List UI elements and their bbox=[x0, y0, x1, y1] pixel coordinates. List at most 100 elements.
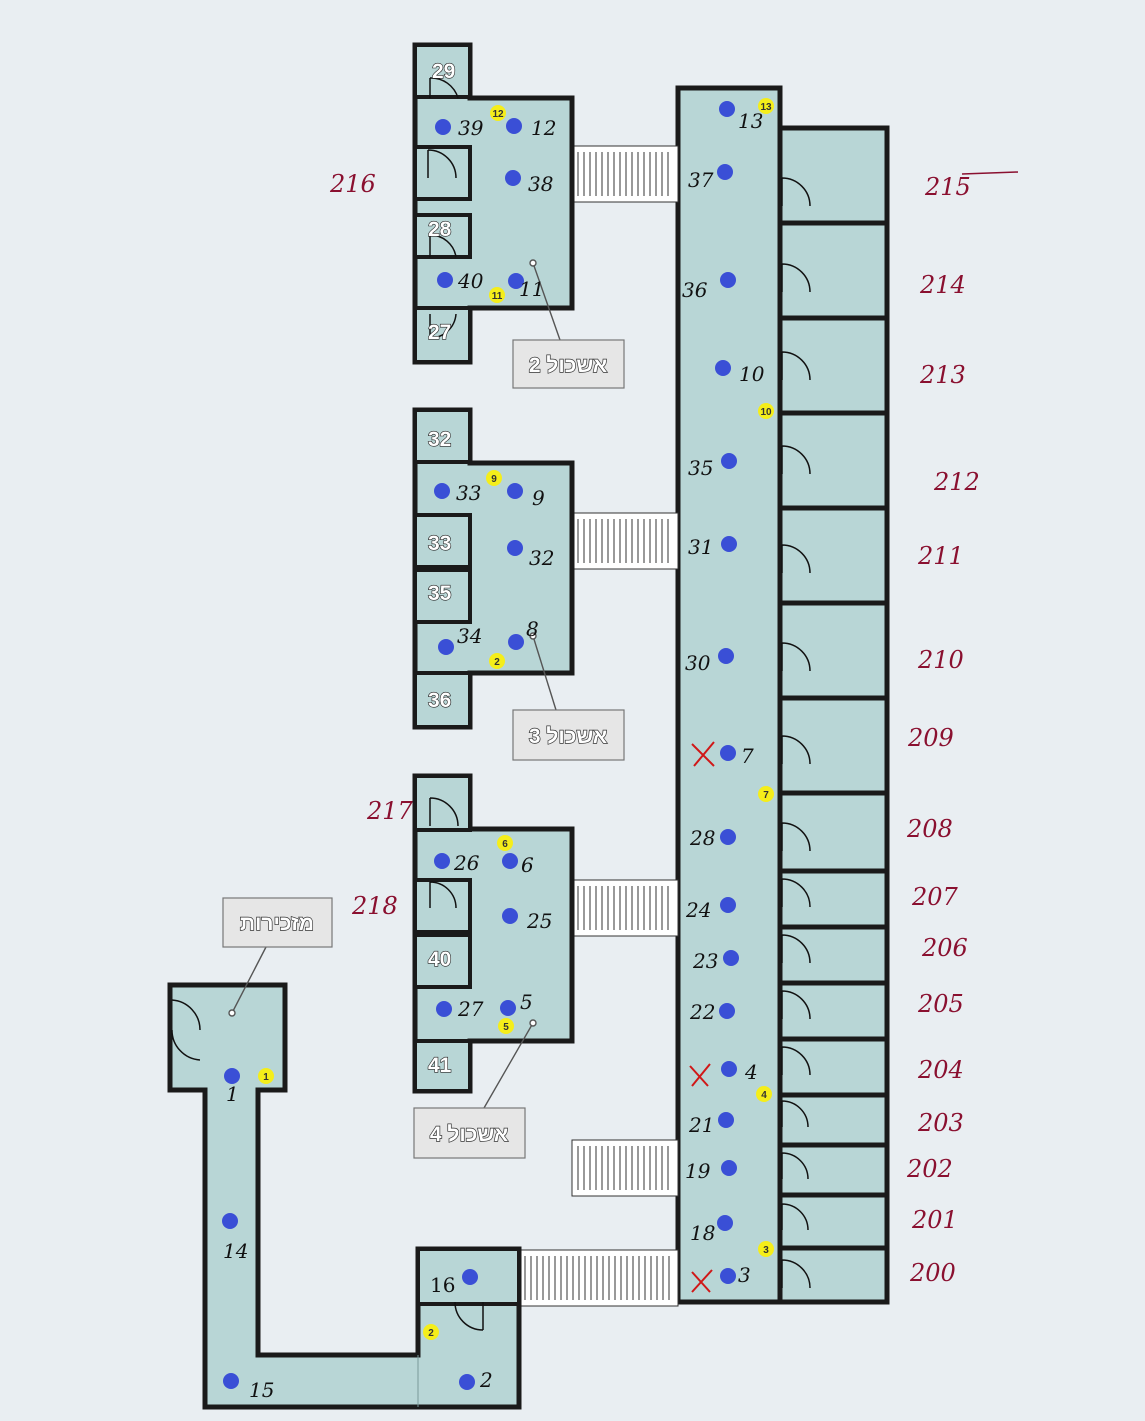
room-41[interactable] bbox=[413, 1039, 472, 1093]
room-33[interactable] bbox=[413, 513, 472, 569]
svg-text:9: 9 bbox=[491, 474, 497, 485]
yellow-marker[interactable]: 1 bbox=[258, 1068, 274, 1084]
svg-text:1: 1 bbox=[263, 1072, 269, 1083]
yellow-marker[interactable]: 13 bbox=[758, 98, 774, 114]
room-207[interactable] bbox=[777, 868, 890, 930]
hand-label: 12 bbox=[531, 116, 556, 140]
marker-dot[interactable] bbox=[434, 853, 450, 869]
marker-dot[interactable] bbox=[506, 118, 522, 134]
room-28[interactable] bbox=[413, 213, 472, 259]
crossed-marks bbox=[689, 741, 715, 1293]
room-214[interactable] bbox=[777, 220, 890, 321]
yellow-marker[interactable]: 2 bbox=[489, 653, 505, 669]
room-200[interactable] bbox=[777, 1245, 890, 1305]
yellow-marker[interactable]: 10 bbox=[758, 403, 774, 419]
room-213[interactable] bbox=[777, 315, 890, 416]
marker-dot[interactable] bbox=[718, 1112, 734, 1128]
room-210[interactable] bbox=[777, 600, 890, 701]
callout-cluster-2[interactable]: אשכול 2 bbox=[512, 339, 625, 389]
callout-cluster-3[interactable]: אשכול 3 bbox=[512, 709, 625, 761]
marker-dot[interactable] bbox=[438, 639, 454, 655]
room-211[interactable] bbox=[777, 505, 890, 606]
room-202[interactable] bbox=[777, 1142, 890, 1198]
hand-label: 11 bbox=[519, 277, 544, 301]
marker-dot[interactable] bbox=[720, 272, 736, 288]
marker-dot[interactable] bbox=[719, 1003, 735, 1019]
room-204[interactable] bbox=[777, 1036, 890, 1098]
yellow-marker[interactable]: 7 bbox=[758, 786, 774, 802]
marker-dot[interactable] bbox=[718, 648, 734, 664]
marker-dot[interactable] bbox=[721, 1160, 737, 1176]
crossed-mark bbox=[689, 1063, 711, 1087]
yellow-marker[interactable]: 5 bbox=[498, 1018, 514, 1034]
room-40[interactable] bbox=[413, 933, 472, 989]
hand-label: 23 bbox=[692, 949, 718, 973]
marker-dot[interactable] bbox=[508, 273, 524, 289]
room-29b[interactable] bbox=[413, 145, 472, 201]
marker-dot[interactable] bbox=[719, 101, 735, 117]
marker-dot[interactable] bbox=[720, 745, 736, 761]
blue-markers bbox=[222, 101, 739, 1390]
yellow-marker[interactable]: 11 bbox=[489, 287, 505, 303]
room-212[interactable] bbox=[777, 410, 890, 511]
marker-dot[interactable] bbox=[434, 483, 450, 499]
marker-dot[interactable] bbox=[721, 1061, 737, 1077]
marker-dot[interactable] bbox=[223, 1373, 239, 1389]
svg-text:2: 2 bbox=[428, 1328, 434, 1339]
marker-dot[interactable] bbox=[502, 853, 518, 869]
marker-dot[interactable] bbox=[435, 119, 451, 135]
svg-text:12: 12 bbox=[492, 109, 504, 120]
room-215[interactable] bbox=[777, 125, 890, 226]
marker-dot[interactable] bbox=[717, 1215, 733, 1231]
marker-dot[interactable] bbox=[721, 536, 737, 552]
yellow-marker[interactable]: 3 bbox=[758, 1241, 774, 1257]
room-36[interactable] bbox=[413, 671, 472, 729]
marker-dot[interactable] bbox=[505, 170, 521, 186]
yellow-marker[interactable]: 6 bbox=[497, 835, 513, 851]
room-217[interactable] bbox=[413, 774, 472, 832]
marker-dot[interactable] bbox=[508, 634, 524, 650]
callout-secretariat[interactable]: מזכירות bbox=[222, 897, 333, 948]
marker-dot[interactable] bbox=[502, 908, 518, 924]
crossed-mark bbox=[691, 741, 715, 767]
room-203[interactable] bbox=[777, 1092, 890, 1148]
room-201[interactable] bbox=[777, 1192, 890, 1251]
yellow-marker[interactable]: 12 bbox=[490, 105, 506, 121]
room-32[interactable] bbox=[413, 408, 472, 464]
marker-dot[interactable] bbox=[723, 950, 739, 966]
marker-dot[interactable] bbox=[721, 453, 737, 469]
marker-dot[interactable] bbox=[437, 272, 453, 288]
room-29[interactable] bbox=[413, 43, 472, 99]
marker-dot[interactable] bbox=[459, 1374, 475, 1390]
room-208[interactable] bbox=[777, 790, 890, 874]
hand-label: 18 bbox=[690, 1221, 715, 1245]
room-209[interactable] bbox=[777, 695, 890, 796]
yellow-marker[interactable]: 2 bbox=[423, 1324, 439, 1340]
marker-dot[interactable] bbox=[720, 829, 736, 845]
red-label: 214 bbox=[919, 271, 966, 299]
marker-dot[interactable] bbox=[500, 1000, 516, 1016]
room-218[interactable] bbox=[413, 878, 472, 934]
room-number: 35 bbox=[428, 582, 452, 605]
marker-dot[interactable] bbox=[720, 1268, 736, 1284]
room-206[interactable] bbox=[777, 924, 890, 986]
hand-label: 26 bbox=[453, 851, 480, 875]
red-label: 215 bbox=[924, 173, 971, 201]
marker-dot[interactable] bbox=[224, 1068, 240, 1084]
room-35[interactable] bbox=[413, 568, 472, 624]
callout-cluster-4[interactable]: אשכול 4 bbox=[413, 1107, 526, 1159]
marker-dot[interactable] bbox=[715, 360, 731, 376]
marker-dot[interactable] bbox=[720, 897, 736, 913]
marker-dot[interactable] bbox=[507, 540, 523, 556]
yellow-marker[interactable]: 9 bbox=[486, 470, 502, 486]
marker-dot[interactable] bbox=[462, 1269, 478, 1285]
marker-dot[interactable] bbox=[436, 1001, 452, 1017]
marker-dot[interactable] bbox=[222, 1213, 238, 1229]
room-205[interactable] bbox=[777, 980, 890, 1042]
marker-dot[interactable] bbox=[507, 483, 523, 499]
handwritten-numbers: 39 12 38 40 11 33 9 32 34 8 26 6 25 27 5… bbox=[223, 109, 765, 1402]
yellow-marker[interactable]: 4 bbox=[756, 1086, 772, 1102]
red-label: 210 bbox=[917, 646, 964, 674]
main-corridor[interactable] bbox=[675, 85, 783, 1305]
marker-dot[interactable] bbox=[717, 164, 733, 180]
